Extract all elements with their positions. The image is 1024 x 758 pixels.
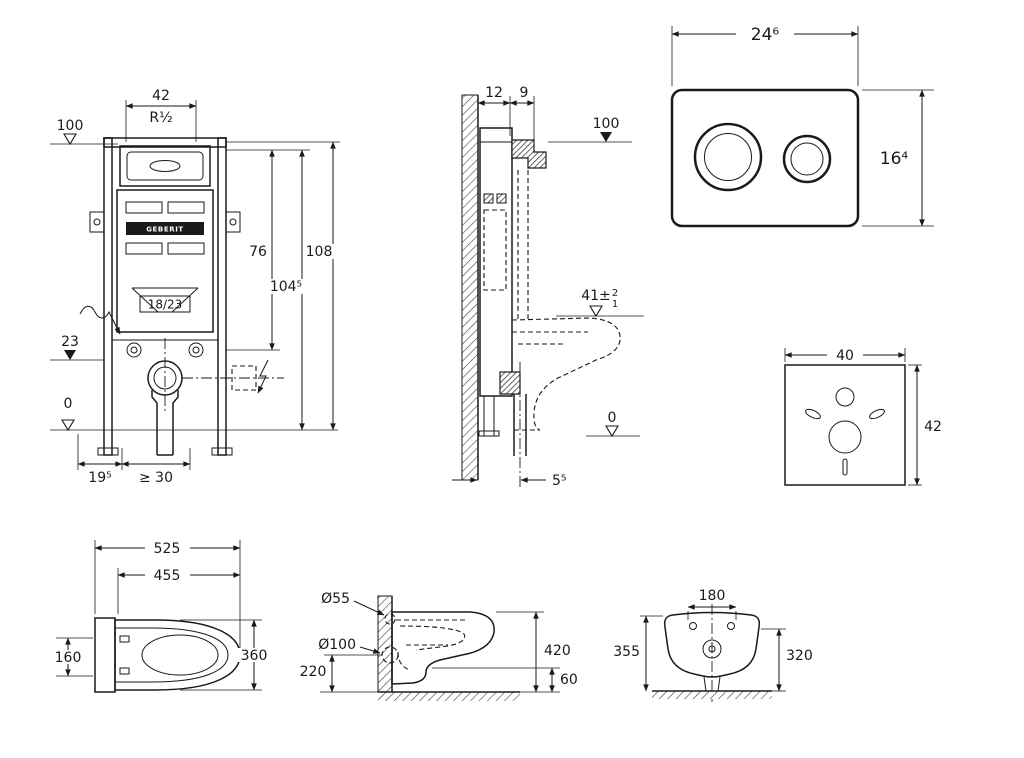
dim-wc-width-360: 360 — [180, 619, 270, 691]
dim-plate-height: 16⁴ — [862, 89, 934, 227]
dim-height-355: 355 — [613, 615, 663, 692]
view-cistern-front: GEBERIT 18/23 42 — [50, 88, 340, 486]
cistern-tank: GEBERIT 18/23 — [116, 189, 214, 333]
dim-wc-length-455: 455 — [117, 568, 241, 614]
level-41: 41± 2 1 — [556, 288, 644, 318]
dim-inlet-dia55: Ø55 — [321, 591, 385, 616]
dim-offset-55: 5⁵ — [452, 473, 567, 489]
dim-label-76: 76 — [249, 244, 267, 260]
dim-rim-height-420: 420 — [496, 611, 571, 693]
view-wc-front: 180 355 320 — [613, 588, 813, 702]
dim-hole-spacing-180: 180 — [687, 588, 737, 620]
drain-connection — [499, 362, 527, 490]
dim-label-160: 160 — [55, 650, 82, 666]
dim-label-42: 42 — [924, 419, 942, 435]
cistern-frame — [89, 137, 241, 456]
dim-pad-height: 42 — [908, 364, 942, 486]
dim-outlet-height-220: 220 — [296, 654, 380, 693]
dim-label-55: 5⁵ — [552, 473, 567, 489]
lightning-bolt-icon — [257, 359, 269, 394]
dim-label-455: 455 — [154, 568, 181, 584]
dim-label-41-tolminus: 1 — [612, 299, 618, 310]
flush-plate-body — [670, 88, 860, 228]
sound-pad-body — [784, 364, 906, 486]
dim-label-40: 40 — [836, 348, 854, 364]
floor-section — [378, 691, 520, 701]
dim-label-60: 60 — [560, 672, 578, 688]
dim-wc-length-525: 525 — [94, 540, 241, 648]
dim-label-100: 100 — [57, 118, 84, 134]
wc-bowl-hidden-outline — [511, 317, 621, 431]
brand-bar — [126, 222, 204, 235]
dim-label-108: 108 — [306, 244, 333, 260]
dim-label-23: 23 — [61, 334, 79, 350]
flush-bend-section — [511, 139, 547, 169]
twist-arrow-icon — [79, 305, 121, 335]
floor-section-front — [652, 690, 772, 699]
dim-plate-width: 24⁶ — [671, 25, 859, 86]
dim-bottom-offsets: 19⁵ ≥ 30 — [77, 434, 191, 486]
dim-label-355: 355 — [613, 644, 640, 660]
dim-wc-width-160: 160 — [52, 637, 93, 677]
dim-pad-width: 40 — [784, 348, 906, 364]
view-sound-pad: 40 42 — [784, 348, 942, 486]
dim-label-42: 42 — [152, 88, 170, 104]
flush-button-small — [782, 134, 832, 184]
dim-label-0-side: 0 — [608, 410, 617, 426]
dim-label-41: 41± — [581, 288, 611, 304]
dim-outlet-dia100: Ø100 — [318, 637, 381, 654]
dim-label-420: 420 — [544, 643, 571, 659]
dim-width-42: 42 R½ — [125, 88, 197, 142]
dim-label-320: 320 — [786, 648, 813, 664]
dim-depth-12-9: 12 9 — [477, 85, 535, 150]
dim-label-ge30: ≥ 30 — [139, 470, 173, 486]
level-100-front: 100 — [50, 118, 118, 146]
dim-label-18-23: 18/23 — [148, 298, 183, 312]
flush-elbow-and-pipe — [147, 338, 183, 456]
view-cistern-side: 12 9 100 41± 2 1 0 5⁵ — [452, 85, 644, 490]
dim-label-41-tolplus: 2 — [612, 288, 618, 299]
dim-height-320: 320 — [761, 628, 813, 692]
dim-label-220: 220 — [300, 664, 327, 680]
wc-top-outline — [94, 617, 241, 693]
view-wc-top: 525 455 160 360 — [52, 540, 270, 693]
brand-label: GEBERIT — [146, 226, 184, 234]
dim-gap-60: 60 — [432, 667, 578, 693]
view-flush-plate: 24⁶ 16⁴ — [670, 25, 934, 228]
wc-side-outline — [381, 611, 495, 685]
wc-front-outline — [663, 611, 761, 692]
dim-label-246: 24⁶ — [751, 25, 780, 45]
level-100-side: 100 — [548, 116, 632, 143]
dim-label-9: 9 — [520, 85, 529, 101]
flush-button-large — [693, 122, 763, 192]
dim-label-104: 104⁵ — [270, 279, 302, 295]
dim-label-dia100: Ø100 — [318, 637, 356, 653]
level-0-side: 0 — [586, 410, 640, 438]
dim-label-0: 0 — [64, 396, 73, 412]
service-box — [119, 145, 211, 187]
dim-heights-right: 76 104⁵ 108 — [226, 141, 340, 431]
dim-label-360: 360 — [241, 648, 268, 664]
dim-label-100-side: 100 — [593, 116, 620, 132]
dim-label-164: 16⁴ — [880, 149, 909, 169]
dim-label-r12: R½ — [149, 110, 172, 126]
dim-label-525: 525 — [154, 541, 181, 557]
level-0-front: 0 — [50, 396, 338, 432]
electrical-connection — [182, 359, 284, 394]
wall-section — [461, 94, 479, 481]
view-wc-side: Ø55 Ø100 220 420 60 — [296, 591, 578, 701]
dim-label-12: 12 — [485, 85, 503, 101]
dim-label-dia55: Ø55 — [321, 591, 350, 607]
wall-section-small — [377, 595, 393, 693]
level-23: 23 — [50, 334, 104, 361]
dim-label-180: 180 — [699, 588, 726, 604]
dim-label-195: 19⁵ — [88, 470, 111, 486]
